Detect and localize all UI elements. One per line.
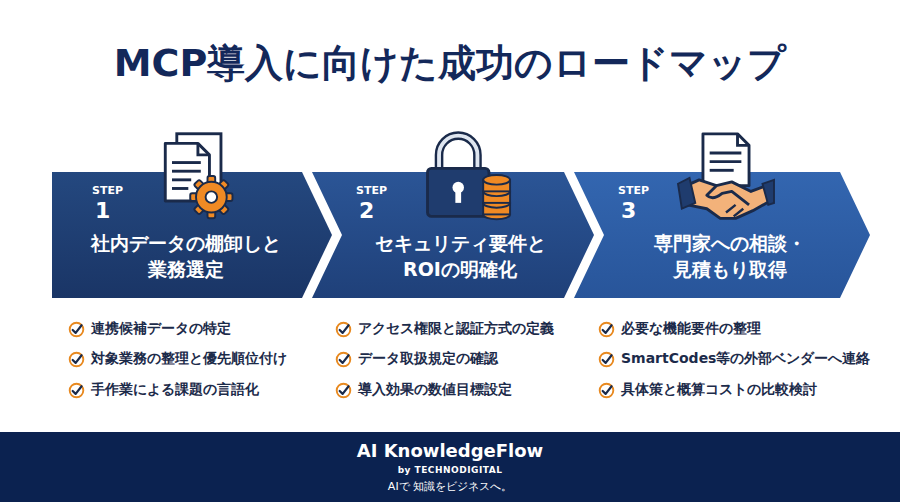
check-circle (337, 383, 351, 397)
step-number: 2 (359, 198, 374, 223)
check-tick (603, 355, 612, 363)
check-circle (600, 322, 614, 336)
check-tick (340, 355, 349, 363)
step-title: 社内データの棚卸しと 業務選定 (71, 231, 301, 282)
checklist-item: データ取扱規定の確認 (335, 350, 498, 368)
checklist-text: 連携候補データの特定 (91, 320, 231, 338)
checklist-item: 対象業務の整理と優先順位付け (68, 350, 287, 368)
check-circle (600, 383, 614, 397)
step-label: STEP (92, 184, 123, 197)
checklist-item: 導入効果の数値目標設定 (335, 381, 512, 399)
check-tick (603, 386, 612, 394)
check-icon (598, 382, 615, 399)
check-circle (70, 383, 84, 397)
step-label: STEP (356, 184, 387, 197)
checklist-text: 対象業務の整理と優先順位付け (91, 350, 287, 368)
checklist-item: 具体策と概算コストの比較検討 (598, 381, 817, 399)
step-number: 3 (621, 198, 636, 223)
checklist-text: SmartCodes等の外部ベンダーへ連絡 (621, 350, 870, 368)
chevron-shape (574, 172, 870, 298)
checklist-item: 手作業による課題の言語化 (68, 381, 259, 399)
checklist-item: 連携候補データの特定 (68, 320, 231, 338)
step-chevron: STEP3 専門家への相談・ 見積もり取得 (574, 172, 870, 298)
checklist-item: 必要な機能要件の整理 (598, 320, 761, 338)
checklist-text: 必要な機能要件の整理 (621, 320, 761, 338)
title: MCP導入に向けた成功のロードマップ (0, 38, 900, 89)
checklist-item: SmartCodes等の外部ベンダーへ連絡 (598, 350, 870, 368)
brand-tagline: AIで 知識をビジネスへ。 (0, 479, 900, 494)
check-icon (598, 321, 615, 338)
check-tick (73, 355, 82, 363)
checklist-text: データ取扱規定の確認 (358, 350, 498, 368)
padlock-coins-icon (416, 128, 512, 224)
check-circle (600, 352, 614, 366)
check-icon (598, 351, 615, 368)
check-circle (70, 322, 84, 336)
checklist-item: アクセス権限と認証方式の定義 (335, 320, 554, 338)
step-chevron: STEP2 セキュリティ要件と ROIの明確化 (312, 172, 594, 298)
checklist-text: 手作業による課題の言語化 (91, 381, 259, 399)
check-tick (603, 325, 612, 333)
document-gear-icon (148, 128, 244, 224)
check-circle (337, 352, 351, 366)
footer-band: AI KnowledgeFlow by TECHNODIGITAL AIで 知識をビ… (0, 432, 900, 502)
check-icon (68, 382, 85, 399)
step-chevron: STEP1 社内データの棚卸しと 業務選定 (52, 172, 332, 298)
check-icon (335, 382, 352, 399)
step-title: セキュリティ要件と ROIの明確化 (345, 231, 575, 282)
check-tick (73, 386, 82, 394)
step-title: 専門家への相談・ 見積もり取得 (615, 231, 845, 282)
step-number: 1 (95, 198, 110, 223)
brand-name: AI KnowledgeFlow (0, 440, 900, 461)
check-circle (337, 322, 351, 336)
brand-byline: by TECHNODIGITAL (0, 465, 900, 475)
handshake-document-icon (678, 130, 774, 226)
checklist-text: 導入効果の数値目標設定 (358, 381, 512, 399)
check-icon (68, 351, 85, 368)
check-icon (335, 321, 352, 338)
check-icon (335, 351, 352, 368)
check-tick (340, 386, 349, 394)
checklist-text: アクセス権限と認証方式の定義 (358, 320, 554, 338)
check-circle (70, 352, 84, 366)
check-tick (73, 325, 82, 333)
check-icon (68, 321, 85, 338)
checklist-text: 具体策と概算コストの比較検討 (621, 381, 817, 399)
check-tick (340, 325, 349, 333)
step-label: STEP (618, 184, 649, 197)
